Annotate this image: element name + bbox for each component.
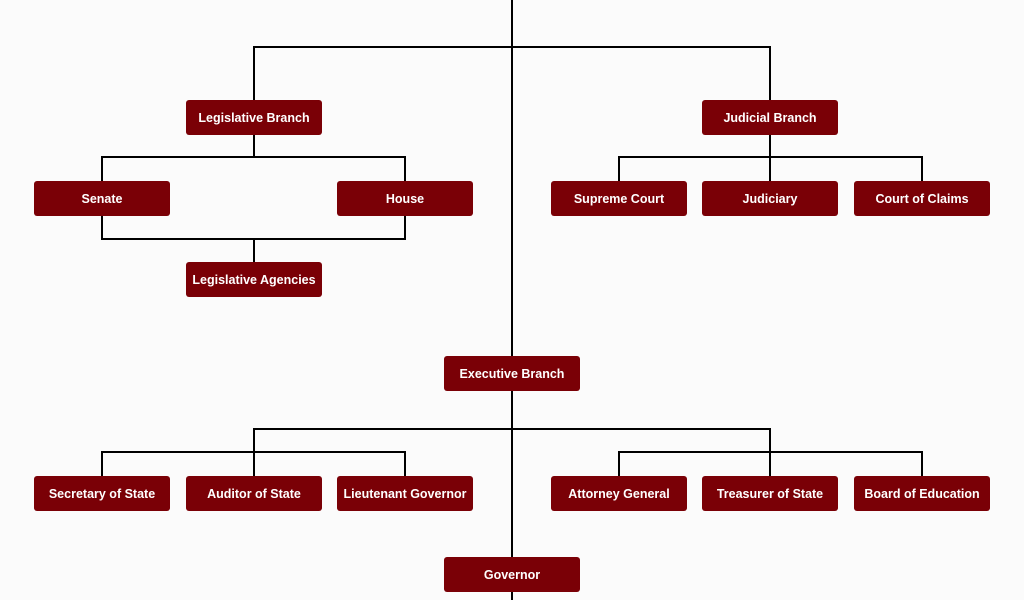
governor-node[interactable]: Governor [444,557,580,592]
attorney-general-node[interactable]: Attorney General [551,476,687,511]
chambers-merge-connector [101,215,406,240]
top-branch-connector [253,46,771,100]
secretary-of-state-node[interactable]: Secretary of State [34,476,170,511]
judicial-branch-node[interactable]: Judicial Branch [702,100,838,135]
judiciary-node[interactable]: Judiciary [702,181,838,216]
treasurer-of-state-node[interactable]: Treasurer of State [702,476,838,511]
auditor-of-state-node[interactable]: Auditor of State [186,476,322,511]
lieutenant-governor-node[interactable]: Lieutenant Governor [337,476,473,511]
judicial-children-connector [618,156,923,181]
supreme-court-node[interactable]: Supreme Court [551,181,687,216]
executive-branch-node[interactable]: Executive Branch [444,356,580,391]
legislative-branch-node[interactable]: Legislative Branch [186,100,322,135]
board-of-education-node[interactable]: Board of Education [854,476,990,511]
senate-node[interactable]: Senate [34,181,170,216]
legislative-agencies-node[interactable]: Legislative Agencies [186,262,322,297]
executive-officers-connector [253,428,771,452]
house-node[interactable]: House [337,181,473,216]
court-of-claims-node[interactable]: Court of Claims [854,181,990,216]
legislative-children-connector [101,156,406,181]
